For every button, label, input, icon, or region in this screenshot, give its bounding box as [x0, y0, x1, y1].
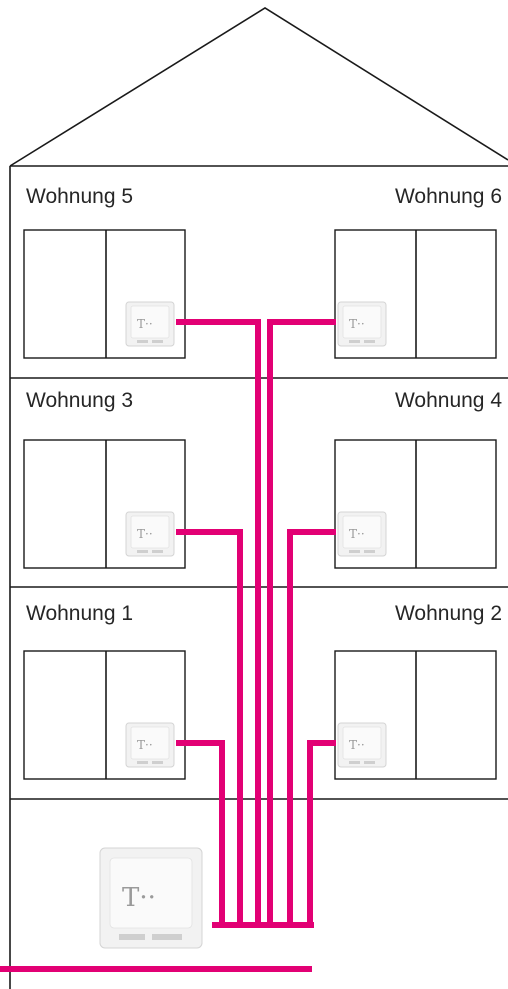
- telekom-socket-icon: T··: [125, 511, 175, 557]
- svg-text:T··: T··: [349, 527, 365, 541]
- telekom-socket-icon: T··: [337, 511, 387, 557]
- cable-apartment-6: [267, 319, 336, 925]
- apartment-label-6: Wohnung 6: [395, 185, 502, 208]
- svg-text:T··: T··: [137, 317, 153, 331]
- telekom-socket-icon: T··: [125, 301, 175, 347]
- apartment-label-3: Wohnung 3: [26, 389, 133, 412]
- cable-apartment-1: [176, 740, 225, 925]
- cable-apartment-5: [176, 319, 261, 925]
- cable-apartment-4: [287, 529, 336, 925]
- svg-text:T··: T··: [137, 527, 153, 541]
- svg-text:T··: T··: [349, 738, 365, 752]
- telekom-main-distribution-icon: T··: [99, 847, 203, 949]
- apartment-label-4: Wohnung 4: [395, 389, 502, 412]
- telekom-socket-icon: T··: [125, 722, 175, 768]
- cable-apartment-3: [176, 529, 243, 925]
- apartment-label-1: Wohnung 1: [26, 602, 133, 625]
- apartment-label-2: Wohnung 2: [395, 602, 502, 625]
- cable-apartment-2: [307, 740, 336, 925]
- svg-text:T··: T··: [349, 317, 365, 331]
- svg-text:T··: T··: [137, 738, 153, 752]
- svg-text:T··: T··: [122, 883, 156, 913]
- apartment-label-5: Wohnung 5: [26, 185, 133, 208]
- roof: [9, 7, 508, 167]
- telekom-socket-icon: T··: [337, 301, 387, 347]
- telekom-socket-icon: T··: [337, 722, 387, 768]
